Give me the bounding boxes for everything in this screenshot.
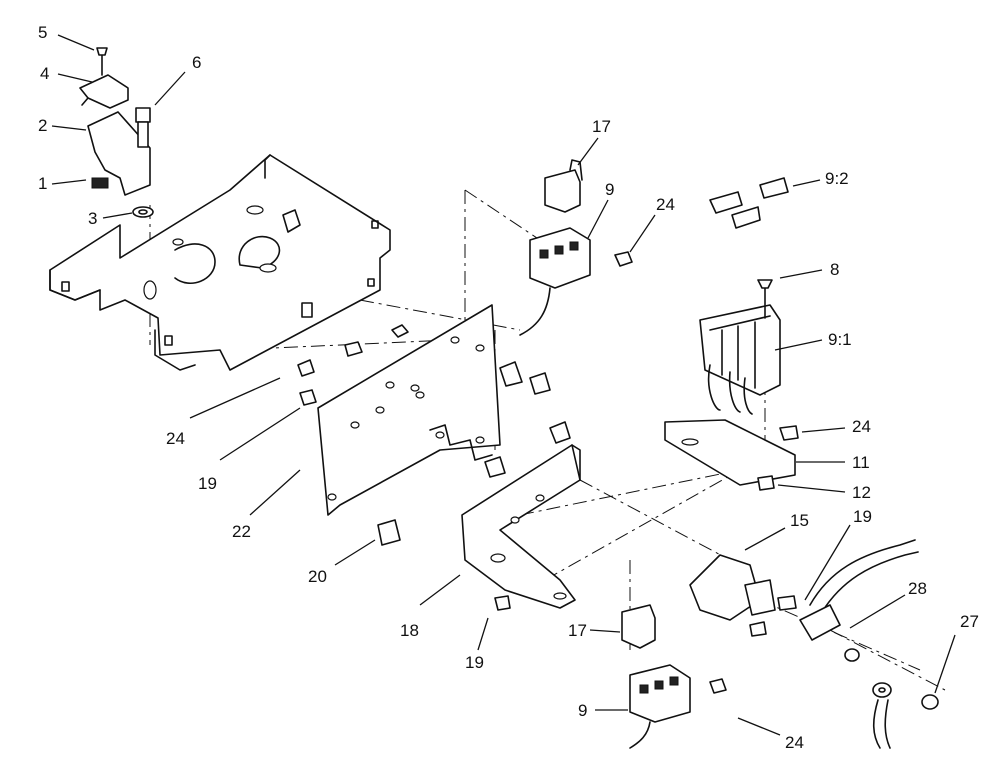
relay-socket-upper bbox=[519, 227, 633, 336]
cable-28 bbox=[799, 539, 939, 749]
label-22: 22 bbox=[232, 522, 251, 541]
label-20: 20 bbox=[308, 567, 327, 586]
relay-upper bbox=[544, 159, 583, 213]
label-8: 8 bbox=[830, 260, 839, 279]
relay-lower bbox=[621, 604, 656, 649]
fuse-block bbox=[699, 279, 781, 415]
label-24-right: 24 bbox=[852, 417, 871, 436]
label-17-upper: 17 bbox=[592, 117, 611, 136]
label-27: 27 bbox=[960, 612, 979, 631]
bracket-11 bbox=[664, 419, 799, 491]
label-9-2: 9:2 bbox=[825, 169, 849, 188]
label-24-lower: 24 bbox=[785, 733, 804, 752]
label-19-right: 19 bbox=[853, 507, 872, 526]
label-11: 11 bbox=[852, 453, 870, 472]
label-9-lower: 9 bbox=[578, 701, 587, 720]
label-4: 4 bbox=[40, 64, 49, 83]
label-24-upper: 24 bbox=[656, 195, 675, 214]
label-9-1: 9:1 bbox=[828, 330, 852, 349]
connector-15 bbox=[689, 554, 797, 637]
main-frame-plate bbox=[49, 154, 391, 371]
label-17-lower: 17 bbox=[568, 621, 587, 640]
plate-screws bbox=[297, 324, 571, 546]
label-3: 3 bbox=[88, 209, 97, 228]
relay-socket-lower bbox=[629, 664, 727, 749]
leader-lines bbox=[51, 34, 956, 736]
label-28: 28 bbox=[908, 579, 927, 598]
label-24-left: 24 bbox=[166, 429, 185, 448]
label-12: 12 bbox=[852, 483, 871, 502]
label-1: 1 bbox=[38, 174, 47, 193]
bracket-18 bbox=[461, 444, 581, 611]
mounting-plate-22 bbox=[317, 304, 501, 516]
label-15: 15 bbox=[790, 511, 809, 530]
label-19-left: 19 bbox=[198, 474, 217, 493]
callout-labels: 5 4 2 1 3 6 17 9 24 9:2 8 9:1 24 11 12 1… bbox=[38, 23, 979, 752]
fuses bbox=[709, 177, 789, 229]
label-18: 18 bbox=[400, 621, 419, 640]
switch-assembly bbox=[79, 47, 154, 218]
label-5: 5 bbox=[38, 23, 47, 42]
label-9-upper: 9 bbox=[605, 180, 614, 199]
label-6: 6 bbox=[192, 53, 201, 72]
label-19-lower: 19 bbox=[465, 653, 484, 672]
label-2: 2 bbox=[38, 116, 47, 135]
